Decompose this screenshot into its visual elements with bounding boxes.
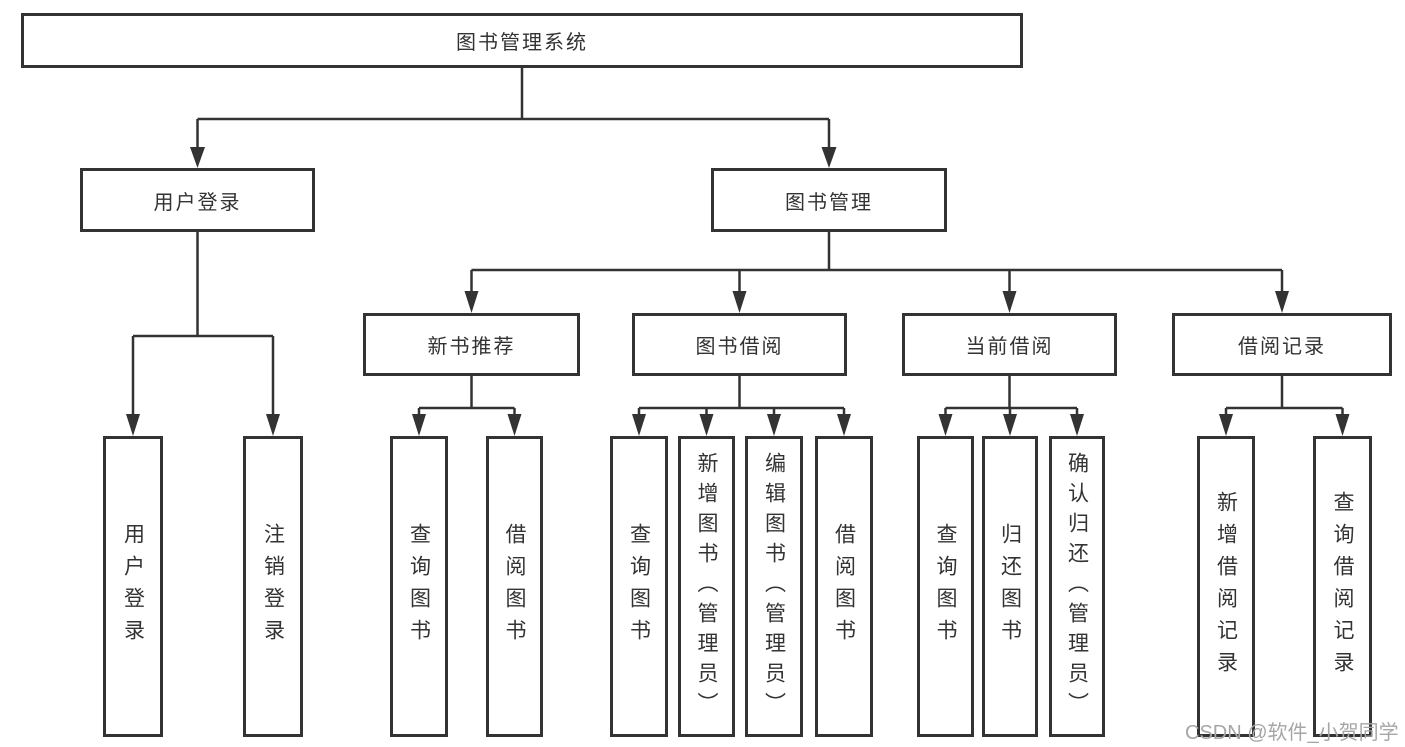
leaf-logout-label: 注销登录: [261, 522, 285, 651]
leaf-query-books-current-label: 查询图书: [934, 522, 957, 651]
csdn-watermark: CSDN @软件_小贺同学: [1185, 722, 1399, 744]
leaf-return-books-label: 归还图书: [998, 522, 1022, 651]
node-book-management-branch-label: 图书管理: [785, 191, 873, 214]
node-book-management-branch: 图书管理: [711, 168, 947, 232]
node-new-book-recommend-label: 新书推荐: [427, 336, 516, 358]
leaf-query-borrow-record-label: 查询借阅记录: [1331, 490, 1354, 683]
connector-bookmgmt-to-level3: [470, 232, 1284, 292]
leaf-user-login: 用户登录: [103, 436, 163, 737]
node-borrow-records-label: 借阅记录: [1238, 336, 1326, 358]
leaf-query-books-borrow: 查询图书: [610, 436, 668, 737]
connector-current-to-leaves: [944, 376, 1079, 416]
node-book-borrow: 图书借阅: [632, 313, 847, 376]
connector-records-to-leaves: [1224, 376, 1344, 416]
leaf-edit-books-admin-label: 编辑图书（管理员）: [762, 451, 786, 722]
node-current-borrow-label: 当前借阅: [965, 336, 1054, 358]
leaf-query-books-recommend-label: 查询图书: [407, 522, 431, 651]
leaf-add-books-admin-label: 新增图书（管理员）: [695, 451, 718, 722]
leaf-query-books-borrow-label: 查询图书: [627, 522, 651, 651]
leaf-borrow-books-recommend: 借阅图书: [486, 436, 543, 737]
leaf-query-borrow-record: 查询借阅记录: [1313, 436, 1372, 737]
connector-newbook-to-leaves: [417, 376, 516, 416]
connector-borrow-to-leaves: [637, 376, 846, 416]
leaf-add-borrow-record: 新增借阅记录: [1197, 436, 1255, 737]
node-borrow-records: 借阅记录: [1172, 313, 1392, 376]
leaf-confirm-return-admin-label: 确认归还（管理员）: [1065, 451, 1089, 722]
node-book-borrow-label: 图书借阅: [695, 336, 784, 358]
leaf-add-books-admin: 新增图书（管理员）: [678, 436, 735, 737]
leaf-borrow-books-label: 借阅图书: [832, 522, 856, 651]
leaf-query-books-current: 查询图书: [917, 436, 974, 737]
connector-root-to-level2: [196, 68, 831, 149]
leaf-return-books: 归还图书: [982, 436, 1038, 737]
node-user-login-branch-label: 用户登录: [153, 191, 242, 214]
leaf-query-books-recommend: 查询图书: [390, 436, 448, 737]
leaf-edit-books-admin: 编辑图书（管理员）: [745, 436, 803, 737]
node-current-borrow: 当前借阅: [902, 313, 1117, 376]
connector-userlogin-to-leaves: [131, 232, 275, 415]
node-system-root: 图书管理系统: [21, 13, 1023, 68]
leaf-confirm-return-admin: 确认归还（管理员）: [1049, 436, 1105, 737]
leaf-add-borrow-record-label: 新增借阅记录: [1214, 490, 1238, 683]
node-system-root-label: 图书管理系统: [456, 32, 588, 54]
leaf-borrow-books: 借阅图书: [815, 436, 873, 737]
node-user-login-branch: 用户登录: [80, 168, 315, 232]
leaf-borrow-books-recommend-label: 借阅图书: [503, 522, 526, 651]
arrowheads: [126, 147, 1350, 436]
leaf-logout: 注销登录: [243, 436, 303, 737]
leaf-user-login-label: 用户登录: [121, 522, 145, 651]
node-new-book-recommend: 新书推荐: [363, 313, 580, 376]
